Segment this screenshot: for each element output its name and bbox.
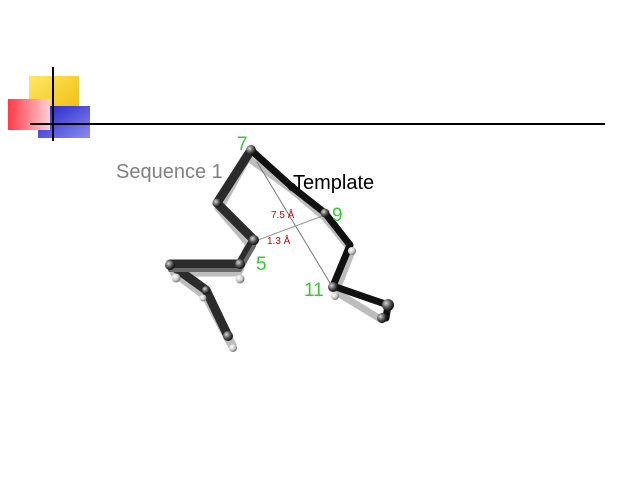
atom-ball: [382, 299, 394, 311]
residue-number-11: 11: [304, 280, 324, 301]
atom-ball: [320, 208, 330, 218]
atom-ball: [235, 259, 245, 269]
slide-decoration: [8, 67, 605, 141]
atom-ball: [229, 344, 237, 352]
atom-ball: [249, 235, 259, 245]
atom-ball: [235, 274, 245, 284]
residue-number-5: 5: [256, 254, 267, 275]
sequence-label: Sequence 1: [116, 161, 223, 183]
distance-label-short: 1.3 Å: [267, 234, 291, 247]
atom-ball: [202, 286, 210, 294]
atom-ball: [331, 292, 339, 300]
distance-label-long: 7.5 Å: [271, 208, 295, 221]
template-label: Template: [293, 172, 374, 194]
deco-red-square: [8, 99, 50, 130]
atom-balls: [165, 145, 394, 352]
sequence-backbone-shadow: [169, 152, 255, 350]
atom-ball: [377, 313, 387, 323]
atom-ball: [246, 145, 256, 155]
atom-ball: [328, 282, 338, 292]
atom-ball: [288, 183, 296, 191]
atom-ball: [223, 331, 233, 341]
residue-number-9: 9: [332, 205, 343, 226]
distance-line-long: [256, 161, 334, 289]
atom-ball: [348, 247, 356, 255]
residue-number-7: 7: [237, 134, 248, 155]
atom-ball: [199, 294, 207, 302]
atom-ball: [212, 198, 222, 208]
distance-line-short: [257, 214, 326, 241]
sequence-backbone-edge: [168, 244, 256, 272]
atom-ball: [165, 260, 175, 270]
atom-ball: [171, 273, 181, 283]
